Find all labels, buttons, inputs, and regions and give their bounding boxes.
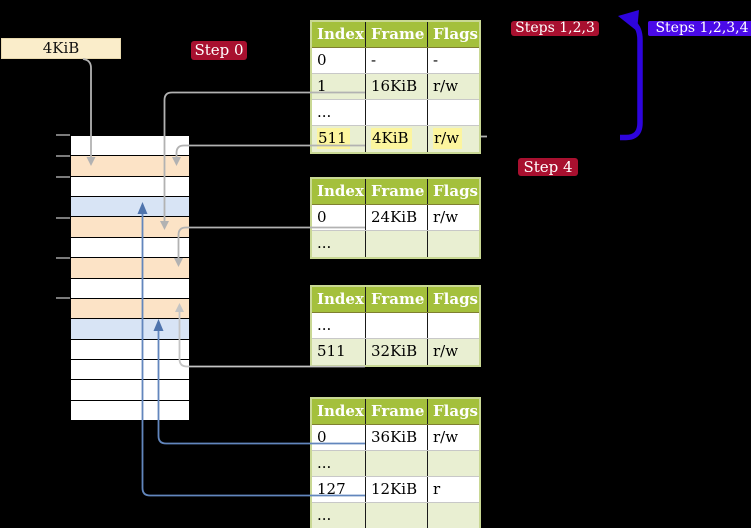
memory-frame-row-9 [71, 298, 189, 320]
memory-frame-row-6 [71, 237, 189, 259]
table-cell: - [433, 51, 439, 69]
highlighted-value: r/w [433, 128, 463, 149]
table-cell: r/w [433, 428, 459, 446]
table-cell: 36KiB [366, 425, 428, 450]
table-row: ... [312, 100, 479, 126]
table-cell [428, 100, 479, 125]
frame-size-label: 4KiB [1, 38, 121, 59]
table-cell: 4KiB [366, 126, 428, 152]
table-cell: ... [312, 100, 366, 125]
memory-boundary-tick [56, 134, 70, 136]
table-cell [366, 313, 428, 338]
memory-frame-row-3 [71, 176, 189, 198]
physical-memory-column [70, 135, 190, 421]
table-cell: 0 [312, 425, 366, 450]
memory-frame-row-14 [71, 400, 189, 421]
table-cell [428, 503, 479, 528]
table-cell: r/w [433, 208, 459, 226]
table-cell: r/w [433, 77, 459, 95]
memory-frame-row-8 [71, 278, 189, 299]
table-row: ... [312, 451, 479, 477]
memory-boundary-tick [56, 155, 70, 157]
table-row: ... [312, 231, 479, 257]
memory-frame-row-1 [71, 136, 189, 157]
table-cell [366, 503, 428, 528]
table-cell: ... [312, 231, 366, 257]
memory-frame-row-4 [71, 197, 189, 218]
table-header-cell: Index [312, 287, 366, 312]
table-cell: ... [312, 313, 366, 338]
table-header-cell: Frame [366, 179, 428, 204]
table-row: ... [312, 313, 479, 339]
table-cell: r [433, 480, 441, 498]
table-cell: ... [312, 451, 366, 476]
table-row: 511 4KiB r/w [312, 126, 479, 152]
table-row: 0-- [312, 48, 479, 74]
memory-boundary-tick [56, 257, 70, 259]
table-row: ... [312, 503, 479, 528]
steps-1234-label: Steps 1,2,3,4 [648, 21, 751, 36]
table-cell [428, 451, 479, 476]
table-header-cell: Index [312, 22, 366, 47]
table-header-cell: Frame [366, 287, 428, 312]
table-cell [366, 231, 428, 257]
table-cell [366, 100, 428, 125]
memory-boundary-tick [56, 176, 70, 178]
table-header-cell: Index [312, 399, 366, 424]
table-header-cell: Flags [433, 290, 478, 308]
table-cell: r/w [428, 126, 479, 152]
table-cell: 511 [312, 339, 366, 365]
memory-frame-row-11 [71, 339, 189, 360]
memory-boundary-tick [56, 297, 70, 299]
memory-frame-row-5 [71, 217, 189, 238]
table-header-cell: Flags [433, 402, 478, 420]
table-cell: 32KiB [366, 339, 428, 365]
table-cell [366, 451, 428, 476]
table-cell: - [366, 48, 428, 73]
steps-123-label: Steps 1,2,3 [511, 21, 599, 36]
table-cell: 16KiB [366, 74, 428, 99]
table-header-cell: Flags [433, 182, 478, 200]
table-cell: 511 [312, 126, 366, 152]
memory-frame-row-10 [71, 319, 189, 340]
table-cell: 127 [312, 477, 366, 502]
table-header-cell: Frame [366, 22, 428, 47]
table-cell: 0 [312, 48, 366, 73]
table-cell [428, 231, 479, 257]
memory-frame-row-12 [71, 359, 189, 381]
memory-frame-row-13 [71, 380, 189, 401]
highlighted-value: 511 [317, 128, 350, 149]
table-cell: ... [312, 503, 366, 528]
memory-frame-row-2 [71, 156, 189, 177]
step4-label: Step 4 [518, 158, 578, 176]
table-cell: 24KiB [366, 205, 428, 230]
step0-label: Step 0 [191, 41, 247, 60]
table-header-cell: Index [312, 179, 366, 204]
table-cell: 1 [312, 74, 366, 99]
steps-1234-arrow [620, 19, 643, 141]
big-arrowhead-up-left-icon [618, 10, 639, 31]
memory-frame-row-7 [71, 258, 189, 279]
table-header-cell: Flags [433, 25, 478, 43]
table-cell: r/w [433, 342, 459, 360]
highlighted-value: 4KiB [371, 128, 412, 149]
table-cell: 12KiB [366, 477, 428, 502]
table-cell: 0 [312, 205, 366, 230]
table-cell [428, 313, 479, 338]
table-header-cell: Frame [366, 399, 428, 424]
memory-boundary-tick [56, 217, 70, 219]
